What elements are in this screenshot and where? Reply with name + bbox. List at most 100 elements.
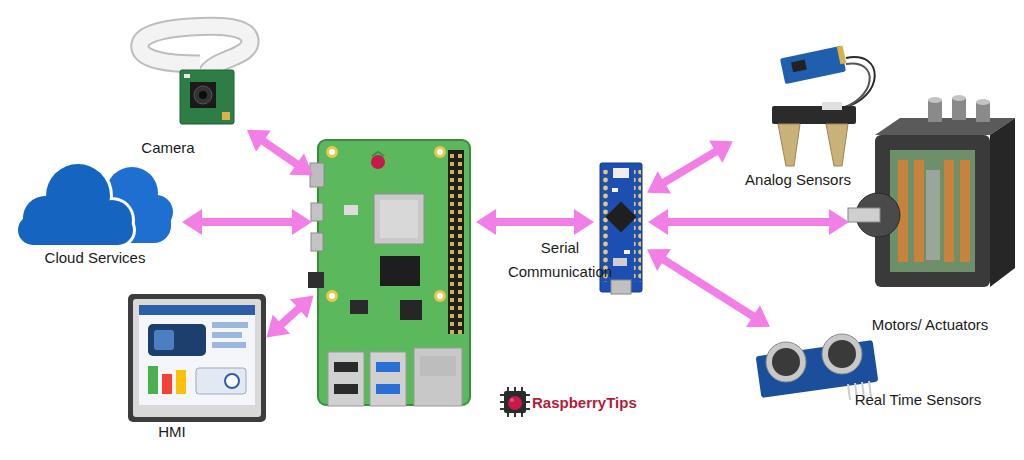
node-label: HMI <box>92 422 252 442</box>
hmi-panel-part <box>176 370 186 394</box>
cloud-icon-part-part <box>18 215 133 245</box>
double-arrow <box>182 209 312 235</box>
raspberry-pi-board-part <box>371 155 385 169</box>
cloud-icon-part <box>18 164 133 245</box>
ultrasonic-sensor-part <box>822 334 862 374</box>
raspberry-pi-board-part <box>448 150 464 334</box>
raspberry-pi-board-part <box>350 300 368 314</box>
servo-motor-part <box>990 118 1015 287</box>
raspberry-pi-board-part <box>329 149 335 155</box>
hmi-panel-part <box>212 322 248 328</box>
servo-motor-part <box>952 95 966 101</box>
arduino-nano-board-part <box>613 258 627 266</box>
ultrasonic-sensor-part <box>766 342 806 382</box>
raspberry-pi-board-part <box>311 203 323 221</box>
servo-motor-part <box>926 170 940 260</box>
camera-module-part <box>194 86 212 104</box>
servo-motor-part <box>848 208 880 222</box>
raspberry-pi-board-part <box>311 233 323 251</box>
camera-module-part <box>190 82 216 108</box>
raspberry-pi-board-part <box>308 272 324 288</box>
hmi-panel-part <box>212 332 242 338</box>
double-arrow <box>266 296 313 338</box>
servo-motor-part <box>890 150 975 272</box>
raspberry-pi-board-part <box>376 384 400 394</box>
camera-module-part <box>180 70 234 124</box>
camera-module-part <box>184 74 190 78</box>
soil-moisture-sensor-part <box>780 46 846 84</box>
connector-label: Serial Communication <box>500 236 620 284</box>
analog-sensor-node: Analog Sensors <box>738 40 873 190</box>
arduino-nano-board-part <box>613 168 629 178</box>
arduino-nano-board-part <box>634 170 641 282</box>
hmi-panel-part <box>139 305 255 315</box>
hmi-panel-part <box>162 374 172 394</box>
hmi-panel <box>128 294 266 422</box>
ultrasonic-sensor-part <box>848 384 850 400</box>
logo-icon <box>500 387 530 417</box>
raspberry-pi-board-part <box>414 348 462 406</box>
hmi-panel-part <box>128 294 266 422</box>
raspberry-pi-board-part <box>437 149 443 155</box>
raspberry-pi-board-part <box>420 356 456 376</box>
arduino-nano-board-part <box>605 201 636 232</box>
soil-moisture-sensor-part <box>772 106 856 124</box>
hmi-node: HMI <box>125 292 262 444</box>
camera-module-part <box>222 112 230 120</box>
ultrasonic-sensor-part <box>828 340 856 368</box>
raspberry-pi-board-part <box>329 293 335 299</box>
raspberry-pi-board-part <box>437 293 443 299</box>
servo-motor-part <box>960 160 970 262</box>
logo-icon-part <box>508 396 522 410</box>
raspberry-pi-board-part <box>374 194 424 244</box>
soil-moisture-sensor <box>772 45 875 166</box>
node-label: Motors/ Actuators <box>850 315 1010 335</box>
cloud-icon <box>18 164 173 245</box>
ultrasonic-sensor <box>756 334 879 400</box>
camera-module-part <box>199 91 207 99</box>
realtime-sensor-node: Real Time Sensors <box>740 330 990 412</box>
double-arrow <box>247 130 313 176</box>
hmi-panel-part <box>139 305 255 405</box>
motor-node: Motors/ Actuators <box>855 95 1022 335</box>
arduino-nano-board-part <box>624 250 630 254</box>
raspberry-pi-board-part <box>328 352 364 406</box>
raspberry-pi-board-part <box>434 146 446 158</box>
cloud-icon-part <box>18 164 133 245</box>
cloud-node: Cloud Services <box>14 168 176 268</box>
node-label: Analog Sensors <box>718 170 878 190</box>
hmi-panel-part <box>225 374 239 388</box>
node-label: Camera <box>88 138 248 158</box>
raspberry-pi-board-part <box>318 140 470 405</box>
raspberry-pi-node <box>318 140 470 405</box>
raspberry-pi-board-part <box>380 256 420 286</box>
camera-node: Camera <box>112 22 242 158</box>
camera-module <box>140 26 250 124</box>
node-label: Real Time Sensors <box>838 390 998 410</box>
raspberry-pi-board-part <box>376 362 400 372</box>
soil-moisture-sensor-part <box>778 124 800 166</box>
cloud-icon-part-part <box>18 215 133 245</box>
servo-motor-part <box>928 97 942 103</box>
double-arrow <box>648 209 849 235</box>
hmi-panel-part <box>212 342 246 348</box>
soil-moisture-sensor-part <box>791 60 807 73</box>
servo-motor-part <box>928 100 942 122</box>
raspberry-pi-board-part <box>372 152 384 156</box>
hmi-panel-part <box>148 324 206 356</box>
raspberry-pi-board <box>308 140 470 406</box>
logo-text: RaspberryTips <box>532 393 637 413</box>
logo-icon-part <box>504 391 526 413</box>
soil-moisture-sensor-part <box>837 45 847 64</box>
hmi-panel-part <box>148 366 158 394</box>
soil-moisture-sensor-part <box>822 102 842 110</box>
servo-motor-part <box>914 160 924 262</box>
raspberry-pi-board-part <box>400 300 422 320</box>
raspberry-pi-board-part <box>434 290 446 302</box>
raspberry-pi-board-part <box>380 200 418 238</box>
servo-motor-part <box>952 98 966 120</box>
double-arrow <box>647 140 733 193</box>
raspberry-pi-board-part <box>370 352 406 406</box>
ultrasonic-sensor-part <box>772 348 800 376</box>
hmi-panel-part <box>154 330 174 350</box>
